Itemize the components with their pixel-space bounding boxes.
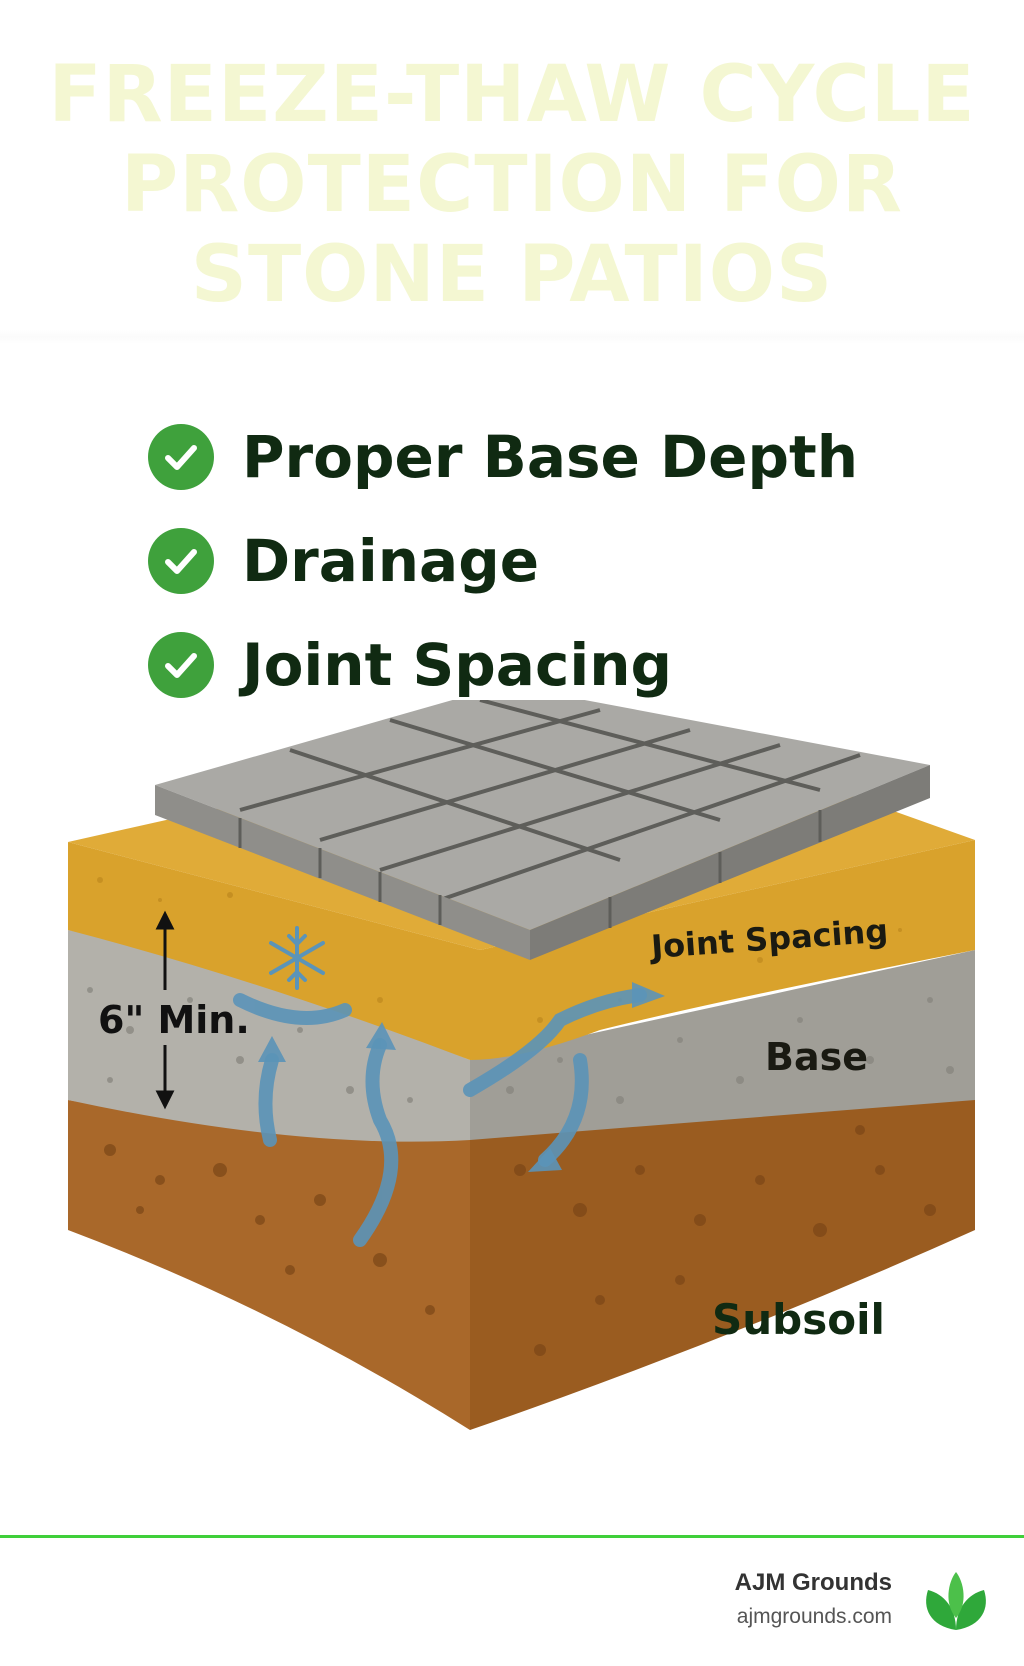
page-title: FREEZE-THAW CYCLE PROTECTION FOR STONE P…	[0, 50, 1024, 320]
paver-stones	[155, 700, 930, 960]
title-line: FREEZE-THAW CYCLE	[48, 50, 976, 140]
water-flow-arrow-icon	[233, 988, 647, 1247]
check-circle-icon	[148, 632, 214, 698]
title-line: STONE PATIOS	[190, 230, 834, 320]
check-circle-icon	[148, 528, 214, 594]
benefit-checklist: Proper Base Depth Drainage Joint Spacing	[148, 405, 858, 717]
footer-divider	[0, 1535, 1024, 1538]
base-label: Base	[765, 1035, 868, 1079]
checklist-label: Drainage	[242, 527, 540, 595]
subsoil-layer	[68, 1100, 975, 1430]
brand-block: AJM Grounds ajmgrounds.com	[735, 1567, 892, 1635]
subsoil-label: Subsoil	[712, 1295, 885, 1344]
check-circle-icon	[148, 424, 214, 490]
checklist-label: Joint Spacing	[242, 631, 673, 699]
snowflake-icon	[269, 926, 325, 990]
title-line: PROTECTION FOR	[121, 140, 903, 230]
checklist-item: Proper Base Depth	[148, 405, 858, 509]
checklist-item: Drainage	[148, 509, 858, 613]
patio-cross-section-diagram: 6" Min. Joint Spacing Base Subsoil	[68, 700, 975, 1430]
checklist-label: Proper Base Depth	[242, 423, 859, 491]
depth-arrow-icon	[155, 910, 175, 1110]
title-divider	[0, 330, 1024, 344]
water-arrowheads	[258, 982, 665, 1172]
checklist-item: Joint Spacing	[148, 613, 858, 717]
leaf-logo-icon	[926, 1572, 986, 1630]
depth-label: 6" Min.	[98, 998, 250, 1042]
brand-url[interactable]: ajmgrounds.com	[736, 1605, 892, 1628]
brand-name: AJM Grounds	[734, 1569, 892, 1596]
